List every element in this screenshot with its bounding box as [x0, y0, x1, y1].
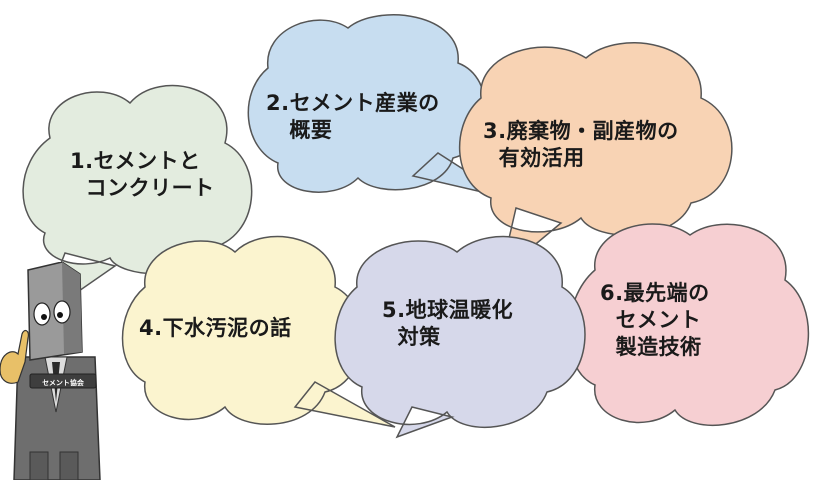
bubble-global-warming[interactable]: 5.地球温暖化 対策	[322, 222, 592, 442]
bubble-label: 5.地球温暖化 対策	[382, 298, 514, 349]
bubble-industry-overview[interactable]: 2.セメント産業の 概要	[238, 8, 509, 208]
cloud-shape	[568, 223, 810, 427]
bubble-label: 6.最先端の セメント 製造技術	[600, 281, 710, 359]
mascot-character: セメント協会	[0, 261, 110, 481]
bubble-label: 3.廃棄物・副産物の 有効活用	[483, 119, 679, 170]
bubble-cutting-edge[interactable]: 6.最先端の セメント 製造技術	[560, 210, 810, 440]
bubble-sewage-sludge[interactable]: 4.下水汚泥の話	[115, 222, 396, 437]
mascot-badge-label: セメント協会	[42, 379, 84, 387]
cloud-shape	[334, 235, 586, 439]
cloud-shape	[121, 235, 396, 428]
bubble-label: 4.下水汚泥の話	[139, 316, 292, 340]
mascot-figure	[0, 261, 101, 481]
cloud-shape	[247, 14, 509, 199]
bubble-label: 2.セメント産業の 概要	[266, 91, 440, 142]
bubble-label: 1.セメントと コンクリート	[70, 149, 215, 200]
